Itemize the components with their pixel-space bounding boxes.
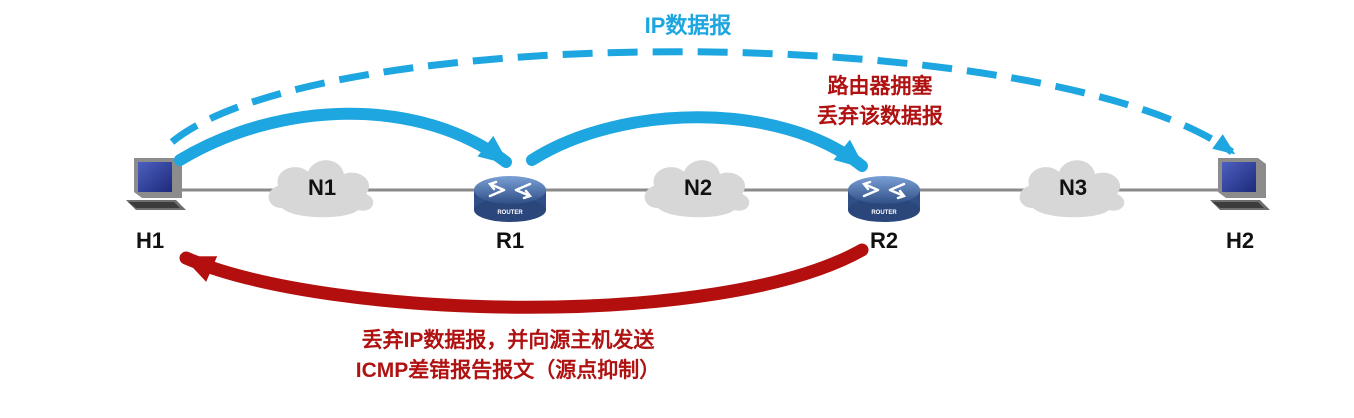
forward-arrow-r1-r2	[526, 111, 868, 172]
computer-icon-h2	[1210, 158, 1270, 210]
computer-icon-h1	[126, 158, 186, 210]
congestion-note-line1: 路由器拥塞	[827, 75, 933, 98]
cloud-icon	[1019, 160, 1125, 218]
icmp-note: 丢弃IP数据报，并向源主机发送 ICMP差错报告报文（源点抑制）	[356, 326, 661, 386]
router-label-r1: R1	[495, 228, 525, 253]
icmp-return-arrow	[179, 243, 869, 314]
router-icon-r1: ROUTER	[474, 176, 546, 222]
router-badge: ROUTER	[871, 210, 897, 216]
icmp-note-line1: 丢弃IP数据报，并向源主机发送	[361, 329, 655, 352]
host-label-h2: H2	[1225, 228, 1255, 253]
ip-datagram-label: IP数据报	[644, 13, 732, 38]
router-badge: ROUTER	[497, 210, 523, 216]
network-label-n3: N3	[1058, 175, 1088, 200]
router-icon-r2: ROUTER	[848, 176, 920, 222]
cloud-icon	[268, 160, 374, 218]
congestion-note-line2: 丢弃该数据报	[817, 105, 943, 128]
network-label-n2: N2	[683, 175, 713, 200]
router-label-r2: R2	[869, 228, 899, 253]
ip-datagram-dashed-arrow	[169, 48, 1236, 155]
host-label-h1: H1	[135, 228, 165, 253]
congestion-note: 路由器拥塞 丢弃该数据报	[817, 72, 943, 132]
forward-arrow-h1-r1	[174, 107, 512, 168]
cloud-icon	[644, 160, 750, 218]
network-label-n1: N1	[307, 175, 337, 200]
icmp-note-line2: ICMP差错报告报文（源点抑制）	[355, 359, 661, 382]
